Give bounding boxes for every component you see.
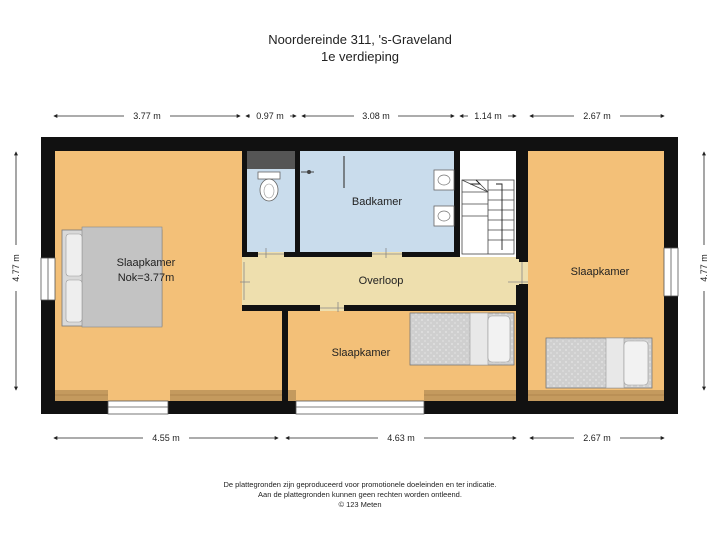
room-label-landing: Overloop [359,275,404,287]
dim-bottom-3: 2.67 m [583,433,611,443]
windows [40,247,679,415]
sink-icon [433,169,455,227]
bed-left-icon [61,226,163,328]
room-note-ridge-height: Nok=3.77m [118,272,175,284]
copyright: © 123 Meten [338,500,382,509]
room-label-bedroom-left: Slaapkamer [117,257,176,269]
floor-label: 1e verdieping [320,49,400,64]
disclaimer-line-1: De plattegronden zijn geproduceerd voor … [223,480,497,489]
bed-middle-icon [409,312,515,366]
toilet-cabinet [247,151,295,169]
toilet-icon [257,171,281,202]
dim-bottom-1: 4.55 m [152,433,180,443]
room-label-bathroom: Badkamer [352,196,402,208]
room-label-bedroom-middle: Slaapkamer [332,347,391,359]
interior-walls [242,151,528,401]
dim-bottom-2: 4.63 m [387,433,415,443]
landing-floor [242,257,519,305]
dim-top-2: 0.97 m [256,111,284,121]
dim-top-1: 3.77 m [133,111,161,121]
dim-left: 4.77 m [11,254,21,282]
floor-strips [55,390,664,401]
bed-right-icon [545,337,653,389]
stairs-icon [461,179,515,255]
dim-top-4: 1.14 m [474,111,502,121]
dim-top-3: 3.08 m [362,111,390,121]
dim-right: 4.77 m [699,254,709,282]
bathroom-floor [300,151,454,253]
room-label-bedroom-right: Slaapkamer [571,266,630,278]
shower-icon [301,156,345,188]
door-markers [240,248,528,312]
bedroom-left-floor-extension [242,305,282,401]
disclaimer-line-2: Aan de plattegronden kunnen geen rechten… [258,490,462,499]
dim-top-5: 2.67 m [583,111,611,121]
plan-title: Noordereinde 311, 's-Graveland [268,32,452,47]
